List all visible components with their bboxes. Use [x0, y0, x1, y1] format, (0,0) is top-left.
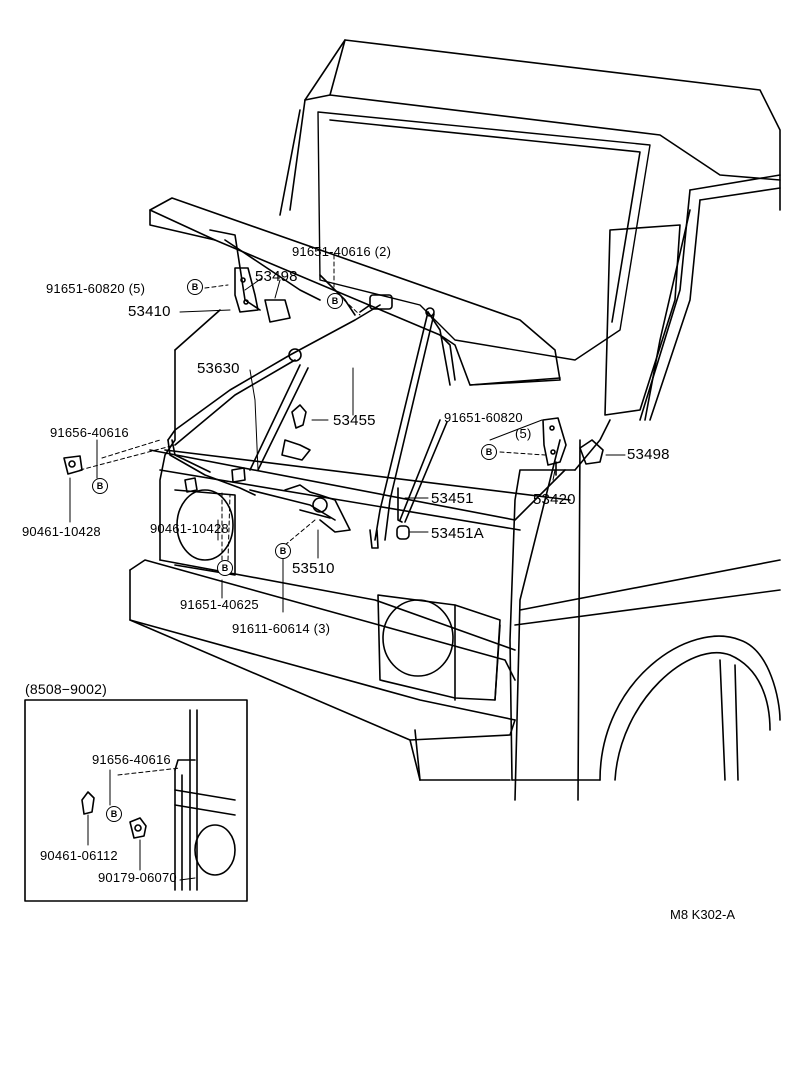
- clip-91656-40616: [63, 455, 83, 475]
- hinge-53420: [542, 417, 567, 476]
- hood-panel: [149, 197, 561, 386]
- part-label: 53451A: [431, 525, 484, 542]
- part-label: 53420: [533, 491, 576, 508]
- leader-lines: [79, 254, 546, 561]
- part-label: 90461-06112: [40, 848, 118, 863]
- part-label: 53451: [431, 490, 474, 507]
- part-label: 53630: [197, 360, 240, 377]
- part-label: 53498: [255, 268, 298, 285]
- part-label: 91651-40616 (2): [292, 244, 392, 259]
- grommet-mid: [231, 467, 246, 483]
- rod-53451: [369, 487, 403, 549]
- bolt-mark-b: B: [187, 279, 203, 295]
- inset-box: [24, 699, 248, 902]
- bolt-mark-b: B: [275, 543, 291, 559]
- cushion-53451A: [396, 525, 410, 540]
- part-label: 91611-60614 (3): [232, 621, 331, 636]
- part-label: 91656-40616: [92, 752, 171, 767]
- part-label: 53410: [128, 303, 171, 320]
- hinge-53410: [234, 267, 259, 313]
- latch-53455: [281, 404, 311, 461]
- part-label: 91651-60820 (5): [46, 281, 146, 296]
- bumper-53498-left: [264, 299, 291, 323]
- inset-title: (8508−9002): [25, 681, 107, 697]
- front-face: [129, 309, 571, 781]
- bumper-53498-right: [579, 439, 604, 465]
- cable-53630: [167, 294, 393, 496]
- part-label: 53498: [627, 446, 670, 463]
- leader-solid: [69, 277, 626, 613]
- latch-53510: [249, 484, 351, 533]
- part-label: 91651-60820: [444, 410, 523, 425]
- part-label: 53510: [292, 560, 335, 577]
- bolt-mark-b: B: [106, 806, 122, 822]
- bolt-mark-b: B: [217, 560, 233, 576]
- part-label: 90461-10428: [150, 521, 229, 536]
- support-rods: [249, 307, 451, 541]
- diagram-code: M8 K302-A: [670, 907, 736, 922]
- part-label: 90179-06070: [98, 870, 177, 885]
- part-label: (5): [515, 426, 532, 441]
- grommet-left: [184, 477, 198, 493]
- cab-body: [279, 39, 781, 801]
- part-label: 91651-40625: [180, 597, 259, 612]
- bolt-mark-b: B: [92, 478, 108, 494]
- bolt-mark-b: B: [481, 444, 497, 460]
- bolt-mark-b: B: [327, 293, 343, 309]
- part-label: 53455: [333, 412, 376, 429]
- part-label: 91656-40616: [50, 425, 129, 440]
- part-label: 90461-10428: [22, 524, 101, 539]
